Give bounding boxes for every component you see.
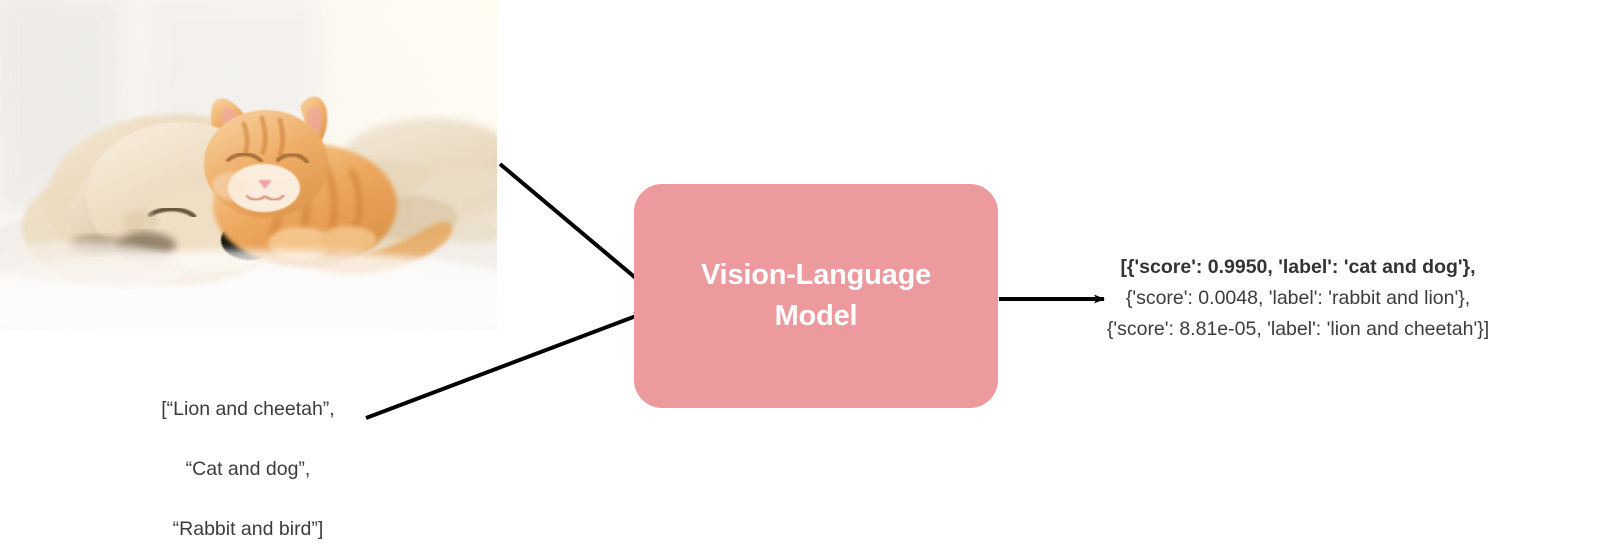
model-output-predictions: [{'score': 0.9950, 'label': 'cat and dog… xyxy=(1018,252,1578,345)
text-input-line-2: “Cat and dog”, xyxy=(185,458,311,480)
text-input-line-1: [“Lion and cheetah”, xyxy=(161,398,335,420)
output-line-2: {'score': 0.0048, 'label': 'rabbit and l… xyxy=(1125,287,1471,309)
input-image-photo xyxy=(0,0,497,330)
arrow-image-to-model xyxy=(498,162,646,287)
output-line-3: {'score': 8.81e-05, 'label': 'lion and c… xyxy=(1106,318,1490,340)
vision-language-model-box: Vision-Language Model xyxy=(634,184,998,408)
puppy-and-kitten-illustration xyxy=(0,0,497,330)
vision-language-model-label: Vision-Language Model xyxy=(700,258,932,332)
text-input-labels: [“Lion and cheetah”, “Cat and dog”, “Rab… xyxy=(112,364,384,544)
output-line-1: [{'score': 0.9950, 'label': 'cat and dog… xyxy=(1120,256,1476,278)
text-input-line-3: “Rabbit and bird”] xyxy=(172,518,324,540)
